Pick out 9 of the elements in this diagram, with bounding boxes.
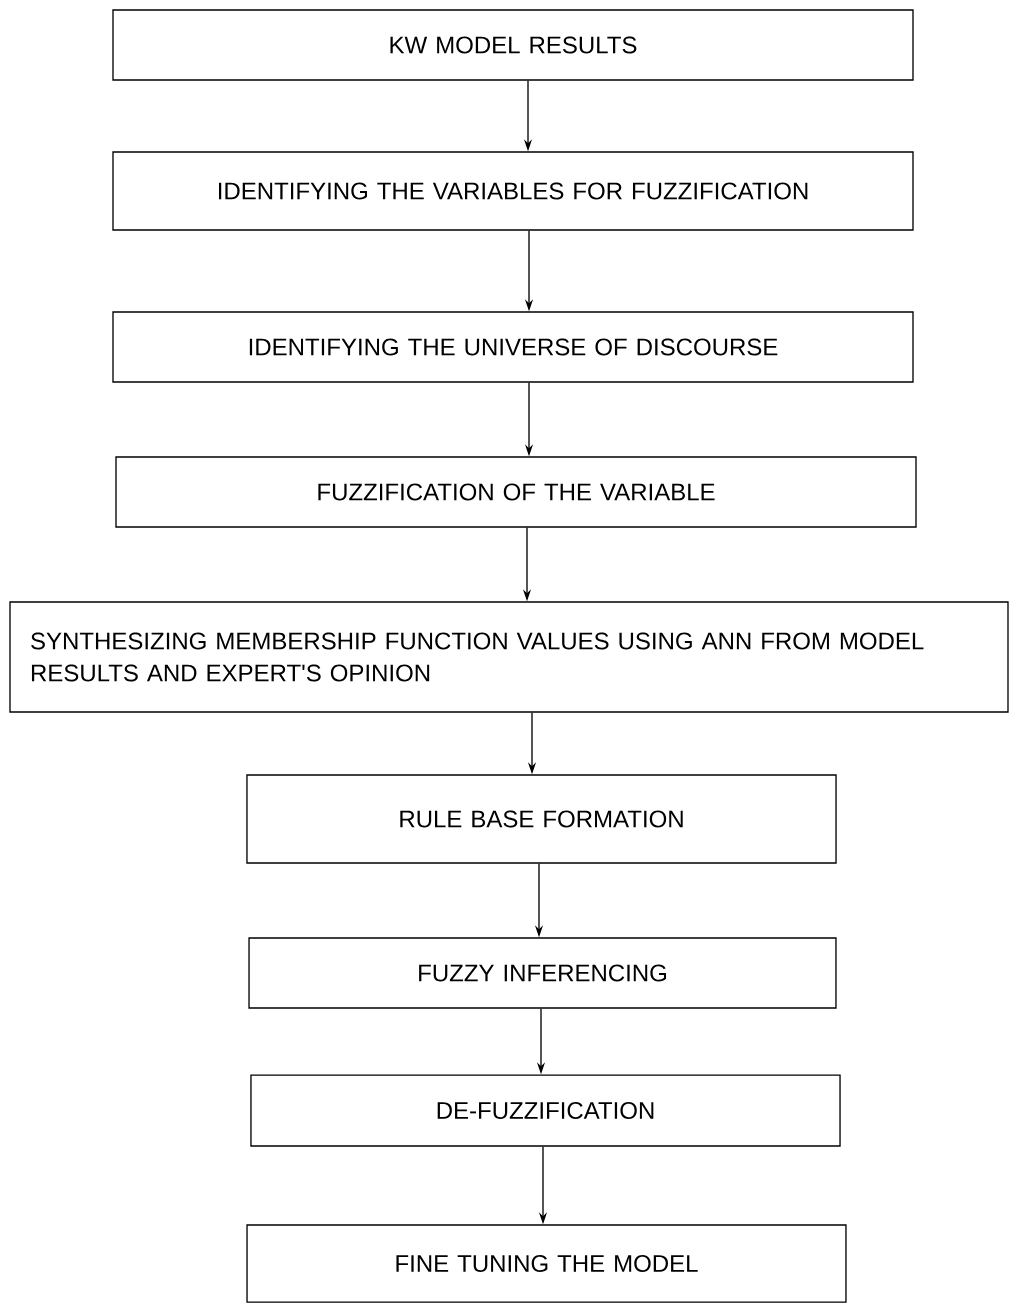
process-box: RULE BASE FORMATION <box>246 774 837 864</box>
process-box: DE-FUZZIFICATION <box>250 1074 841 1147</box>
process-box: KW MODEL RESULTS <box>112 9 914 81</box>
process-box: IDENTIFYING THE UNIVERSE OF DISCOURSE <box>112 311 914 383</box>
process-box: FUZZIFICATION OF THE VARIABLE <box>115 456 917 528</box>
process-box: IDENTIFYING THE VARIABLES FOR FUZZIFICATION <box>112 151 914 231</box>
process-box: FUZZY INFERENCING <box>248 937 837 1009</box>
process-box: FINE TUNING THE MODEL <box>246 1224 847 1303</box>
process-box: SYNTHESIZING MEMBERSHIP FUNCTION VALUES USING ANN FROM MODEL RESULTS AND EXPERT'S OPINION <box>9 601 1009 713</box>
